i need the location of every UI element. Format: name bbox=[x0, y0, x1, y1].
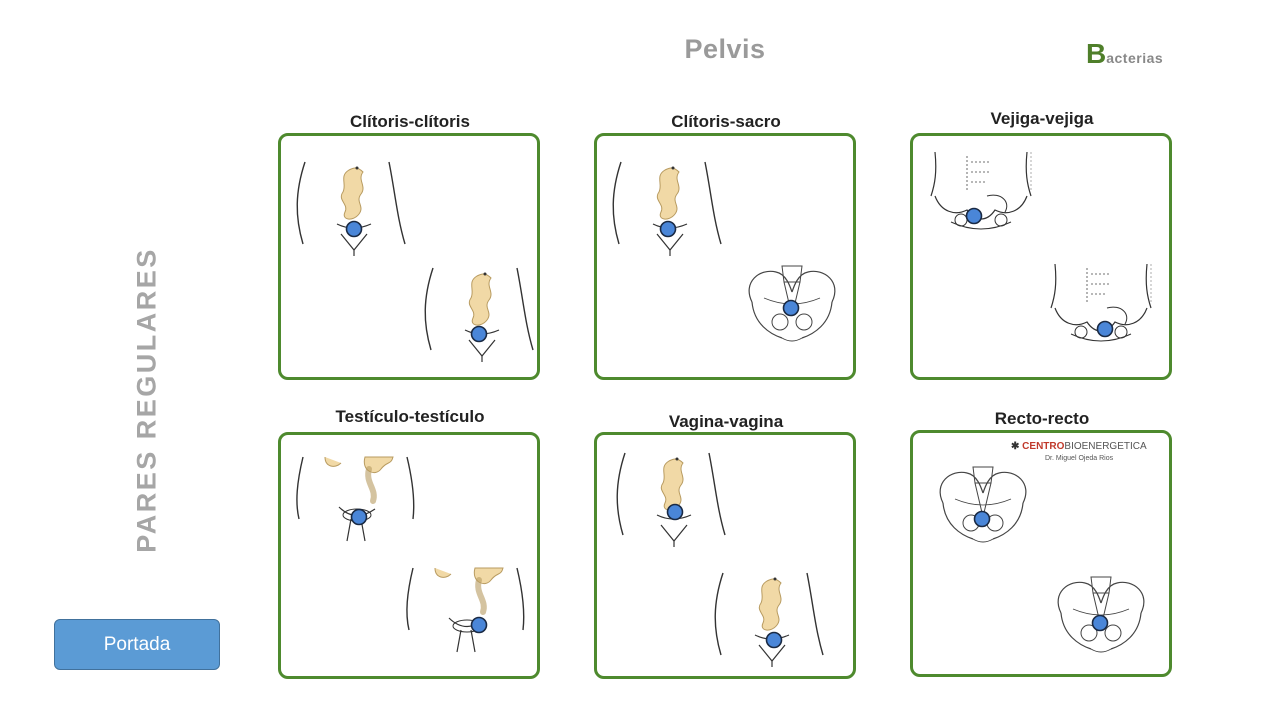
point-vagina-2 bbox=[765, 631, 783, 649]
side-title: PARES REGULARES bbox=[131, 247, 162, 553]
point-clitoris bbox=[659, 220, 677, 238]
credit-block: ✱ CENTROBIOENERGETICA Dr. Miguel Ojeda R… bbox=[1011, 441, 1147, 462]
point-vagina-1 bbox=[666, 503, 684, 521]
panel-title-clitoris-clitoris: Clítoris-clítoris bbox=[350, 112, 470, 131]
point-recto-2 bbox=[1091, 614, 1109, 632]
illustration-testiculo-testiculo bbox=[281, 435, 537, 676]
point-recto-1 bbox=[973, 510, 991, 528]
panel-title-vagina-vagina: Vagina-vagina bbox=[668, 412, 784, 431]
page-title: Pelvis bbox=[684, 34, 766, 64]
credit-logo: ✱ CENTROBIOENERGETICA bbox=[1011, 441, 1147, 452]
brand-initial: B bbox=[1086, 38, 1107, 69]
point-clitoris-2 bbox=[470, 325, 488, 343]
point-testiculo-1 bbox=[350, 508, 368, 526]
credit-logo-red: CENTRO bbox=[1022, 441, 1065, 452]
panel-recto-recto: ✱ CENTROBIOENERGETICA Dr. Miguel Ojeda R… bbox=[910, 430, 1172, 677]
panel-vagina-vagina bbox=[594, 432, 856, 679]
point-testiculo-2 bbox=[470, 616, 488, 634]
panel-clitoris-sacro bbox=[594, 133, 856, 380]
panel-title-vejiga-vejiga: Vejiga-vejiga bbox=[990, 109, 1094, 128]
point-sacro bbox=[782, 299, 800, 317]
point-vejiga-1 bbox=[965, 207, 983, 225]
panel-testiculo-testiculo bbox=[278, 432, 540, 679]
panel-title-recto-recto: Recto-recto bbox=[994, 409, 1090, 428]
illustration-vejiga-vejiga bbox=[930, 151, 1152, 342]
credit-author: Dr. Miguel Ojeda Rios bbox=[1045, 455, 1114, 462]
point-clitoris-1 bbox=[345, 220, 363, 238]
illustration-vagina-vagina bbox=[616, 452, 824, 668]
illustration-clitoris-sacro bbox=[612, 161, 836, 342]
fly-icon: ✱ bbox=[1011, 441, 1020, 452]
brand-logo: Bacterias bbox=[1086, 38, 1163, 70]
panel-title-testiculo-testiculo: Testículo-testículo bbox=[335, 407, 485, 426]
panel-vejiga-vejiga bbox=[910, 133, 1172, 380]
panel-clitoris-clitoris bbox=[278, 133, 540, 380]
credit-logo-rest: BIOENERGETICA bbox=[1064, 441, 1147, 452]
brand-rest: acterias bbox=[1106, 50, 1164, 66]
portada-button[interactable]: Portada bbox=[54, 619, 220, 670]
illustration-recto-recto bbox=[939, 466, 1145, 653]
panel-title-clitoris-sacro: Clítoris-sacro bbox=[671, 112, 781, 131]
point-vejiga-2 bbox=[1096, 320, 1114, 338]
illustration-clitoris-clitoris bbox=[296, 161, 534, 363]
